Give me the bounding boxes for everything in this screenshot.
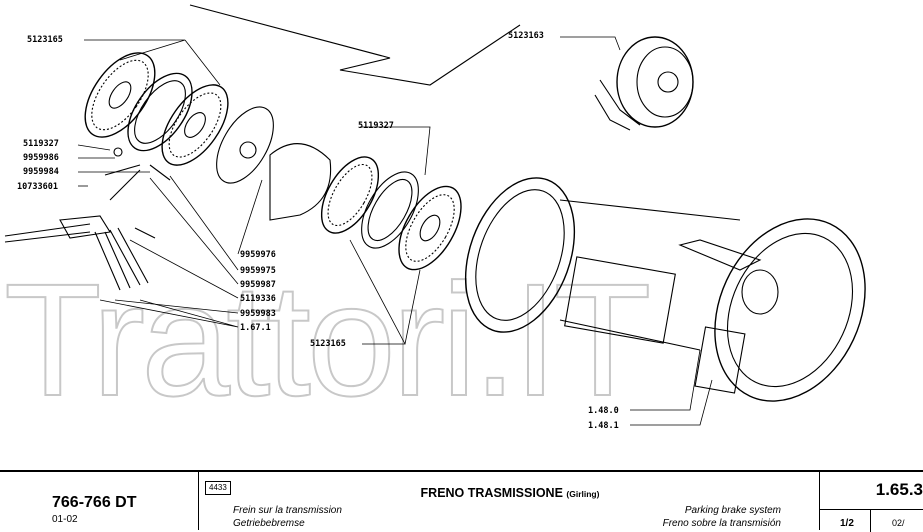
model-date: 01-02 xyxy=(52,514,78,525)
label-5119327-mid: 5119327 xyxy=(358,121,394,131)
exploded-parts-diagram: Trattori.IT xyxy=(3,4,866,431)
label-9959986: 9959986 xyxy=(23,153,59,163)
title-fr: Frein sur la transmission xyxy=(233,505,342,516)
label-5119336: 5119336 xyxy=(240,294,276,304)
title-sub: (Girling) xyxy=(566,489,600,499)
title-de: Getriebebremse xyxy=(233,518,305,529)
page-ref-cell: 1.65.3 1/2 02/ xyxy=(820,470,923,532)
title-it: FRENO TRASMISSIONE xyxy=(420,486,563,500)
label-5119327-left: 5119327 xyxy=(23,139,59,149)
label-5123165-top: 5123165 xyxy=(27,35,63,45)
brake-disc-left xyxy=(84,52,156,138)
sheet-number: 1/2 xyxy=(840,518,854,529)
label-5123165-bottom: 5123165 xyxy=(310,339,346,349)
label-10733601: 10733601 xyxy=(17,182,58,192)
page-ref: 1.65.3 xyxy=(875,480,923,499)
title-en: Parking brake system xyxy=(684,505,781,516)
section-title: FRENO TRASMISSIONE (Girling) xyxy=(199,486,821,500)
divider xyxy=(870,509,871,532)
label-1-67-1: 1.67.1 xyxy=(240,323,271,333)
description-cell: 4433 FRENO TRASMISSIONE (Girling) Frein … xyxy=(198,470,820,530)
label-9959976: 9959976 xyxy=(240,250,276,260)
brake-assembly xyxy=(594,36,694,131)
label-9959983: 9959983 xyxy=(240,309,276,319)
label-1-48-0: 1.48.0 xyxy=(588,406,619,416)
section-code: 4433 xyxy=(205,481,231,495)
label-1-48-1: 1.48.1 xyxy=(588,421,619,431)
model-name: 766-766 DT xyxy=(52,494,137,511)
label-9959987: 9959987 xyxy=(240,280,276,290)
watermark-text: Trattori.IT xyxy=(4,250,649,429)
label-5123163: 5123163 xyxy=(508,31,544,41)
transmission-housing xyxy=(464,177,866,402)
title-es: Freno sobre la transmisión xyxy=(662,518,781,529)
label-9959975: 9959975 xyxy=(240,266,276,276)
model-cell: 766-766 DT 01-02 xyxy=(0,470,198,530)
title-block: 766-766 DT 01-02 4433 FRENO TRASMISSIONE… xyxy=(0,470,923,532)
sheet-date: 02/ xyxy=(892,518,905,528)
divider xyxy=(820,509,923,510)
label-9959984: 9959984 xyxy=(23,167,59,177)
